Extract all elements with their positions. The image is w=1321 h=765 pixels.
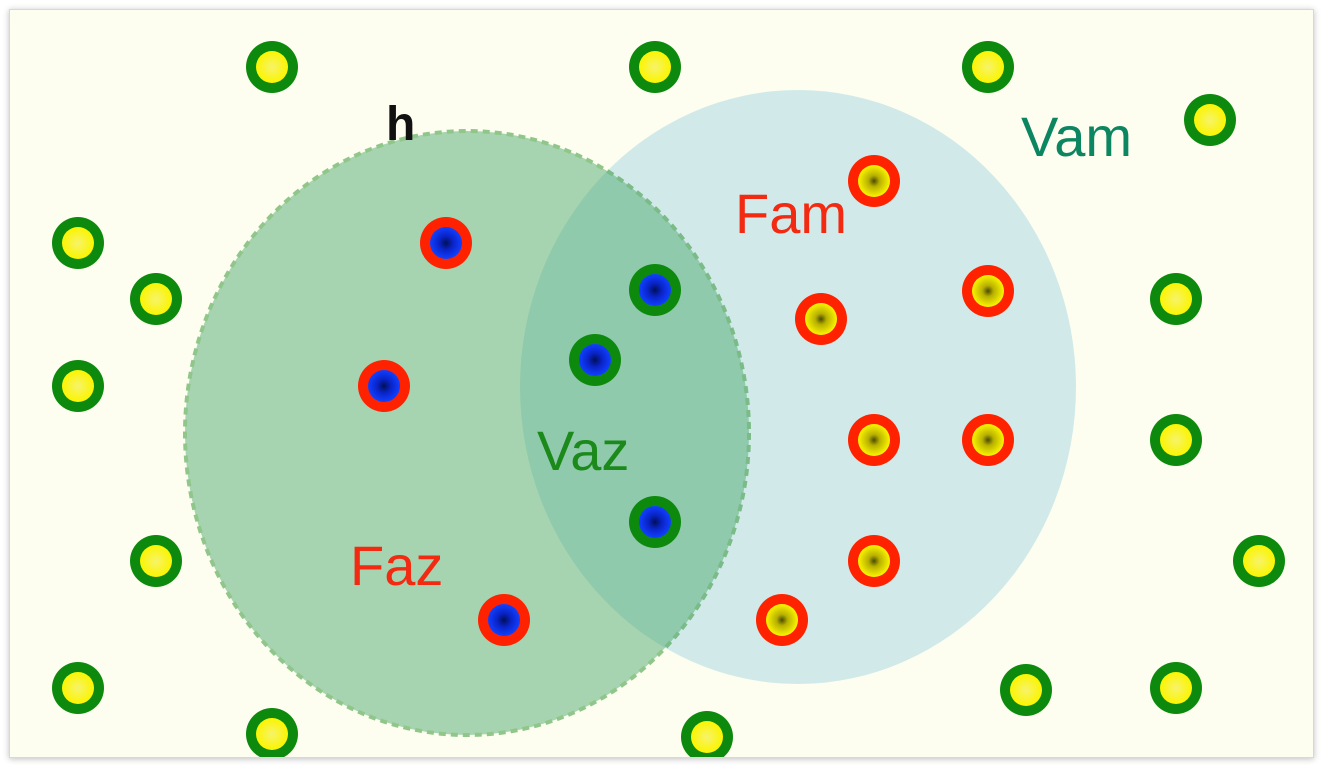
green-yellow-point <box>629 41 681 93</box>
green-yellow-point <box>1150 662 1202 714</box>
green-yellow-point <box>246 708 298 757</box>
venn-diagram: h Vam Fam Vaz Faz <box>52 41 1285 757</box>
red-yellow-point <box>848 535 900 587</box>
green-yellow-point <box>962 41 1014 93</box>
red-yellow-point <box>756 594 808 646</box>
vam-label: Vam <box>1021 105 1132 168</box>
h-label: h <box>386 98 415 151</box>
green-yellow-point <box>52 360 104 412</box>
green-blue-point <box>629 264 681 316</box>
green-yellow-point <box>1150 273 1202 325</box>
diagram-canvas: h Vam Fam Vaz Faz <box>9 9 1314 758</box>
green-yellow-point <box>1000 664 1052 716</box>
green-yellow-point <box>130 535 182 587</box>
green-yellow-point <box>1150 414 1202 466</box>
red-blue-point <box>478 594 530 646</box>
red-blue-point <box>420 217 472 269</box>
green-yellow-point <box>681 711 733 757</box>
green-yellow-point <box>1184 94 1236 146</box>
red-blue-point <box>358 360 410 412</box>
red-yellow-point <box>962 414 1014 466</box>
red-yellow-point <box>962 265 1014 317</box>
green-blue-point <box>629 496 681 548</box>
green-yellow-point <box>130 273 182 325</box>
green-blue-point <box>569 334 621 386</box>
red-yellow-point <box>848 414 900 466</box>
green-yellow-point <box>52 217 104 269</box>
h-region <box>183 129 751 737</box>
vaz-label: Vaz <box>537 419 629 482</box>
green-yellow-point <box>246 41 298 93</box>
red-yellow-point <box>848 155 900 207</box>
fam-label: Fam <box>735 182 847 245</box>
points-layer <box>52 41 1285 757</box>
red-yellow-point <box>795 293 847 345</box>
green-yellow-point <box>1233 535 1285 587</box>
faz-label: Faz <box>350 534 443 597</box>
green-yellow-point <box>52 662 104 714</box>
